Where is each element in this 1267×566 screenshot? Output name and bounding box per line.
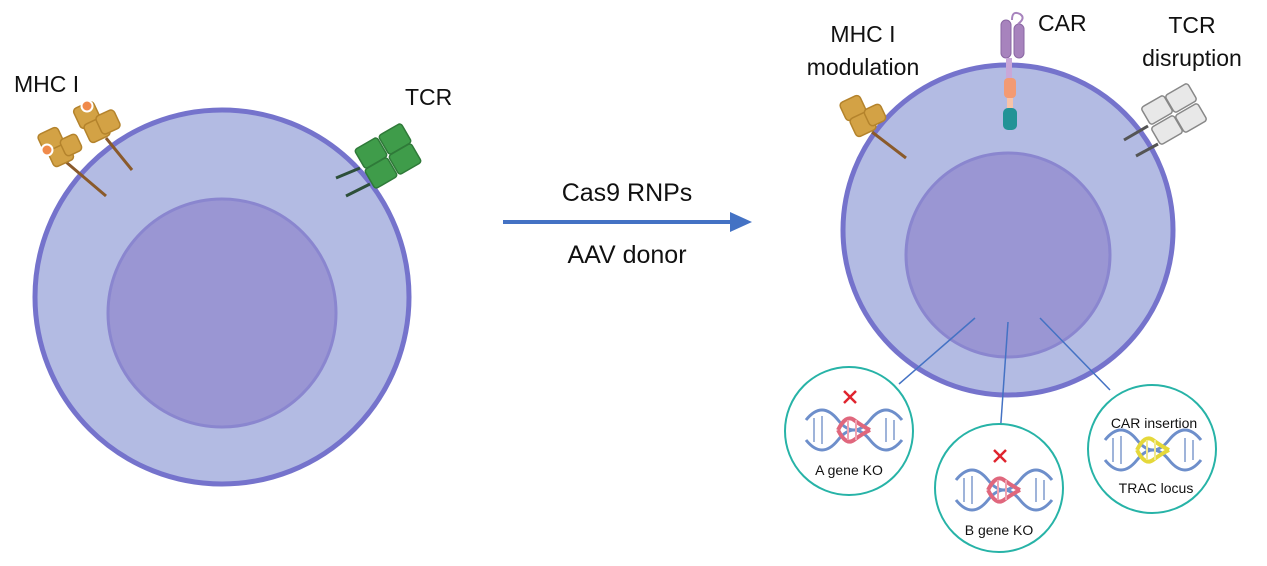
callout-line-a (898, 317, 976, 385)
left-cell (32, 107, 412, 487)
callout-a-label: A gene KO (815, 462, 883, 478)
left-tcr-label: TCR (405, 84, 452, 110)
left-cell-nucleus (106, 197, 338, 429)
mhc-receptor-icon (72, 99, 134, 171)
mhc-receptor-icon (839, 94, 907, 160)
callout-car-label-top: CAR insertion (1111, 415, 1197, 431)
callout-a-gene-ko: A gene KO (784, 366, 914, 496)
right-tcr-label-line1: TCR (1168, 12, 1215, 38)
left-mhc-receptor (37, 99, 134, 198)
process-arrow (503, 212, 752, 232)
mhc-receptor-icon (37, 126, 107, 198)
callout-car-label-bottom: TRAC locus (1119, 480, 1194, 496)
dna-knockout-icon (954, 468, 1054, 512)
process-top-label: Cas9 RNPs (562, 179, 693, 207)
callout-b-label: B gene KO (965, 522, 1034, 538)
callout-line-car (1039, 317, 1111, 391)
cross-icon (993, 449, 1007, 463)
callout-car-insertion: CAR insertion TRAC locus (1087, 384, 1217, 514)
cross-icon (843, 390, 857, 404)
car-label: CAR (1038, 10, 1087, 36)
right-cell-nucleus (904, 151, 1112, 359)
right-mhc-label-line1: MHC I (830, 21, 895, 47)
right-tcr-label-line2: disruption (1142, 45, 1242, 71)
dna-knockout-icon (804, 408, 904, 452)
callout-b-gene-ko: B gene KO (934, 423, 1064, 553)
dna-insertion-icon (1103, 428, 1203, 472)
right-cell (840, 62, 1176, 398)
left-mhc-label: MHC I (14, 71, 79, 97)
callout-line-b (999, 321, 1009, 437)
right-mhc-label-line2: modulation (807, 54, 920, 80)
tcr-receptor-icon (335, 123, 422, 198)
disrupted-tcr-icon (1123, 83, 1207, 158)
process-bottom-label: AAV donor (567, 241, 686, 269)
car-receptor-icon (1000, 11, 1025, 130)
